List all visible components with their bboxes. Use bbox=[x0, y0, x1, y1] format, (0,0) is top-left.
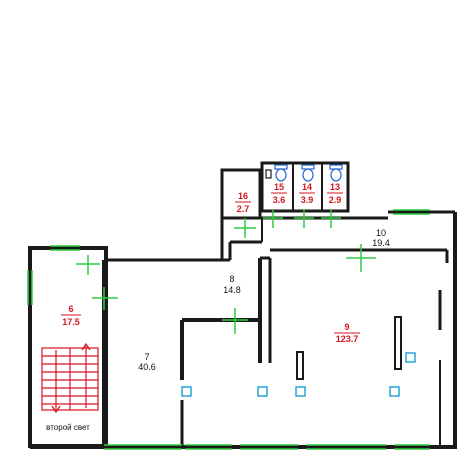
room-15-area: 3.6 bbox=[273, 195, 286, 205]
staircase bbox=[41, 342, 99, 414]
door-marker bbox=[321, 210, 341, 228]
room-13-area: 2.9 bbox=[329, 195, 342, 205]
room-7-area: 40.6 bbox=[138, 362, 156, 372]
door-marker bbox=[76, 255, 100, 275]
room-8-area: 14.8 bbox=[223, 285, 241, 295]
door-markers bbox=[76, 210, 376, 334]
door-marker bbox=[263, 210, 283, 228]
room-14-area: 3.9 bbox=[301, 195, 314, 205]
room-6-number: 6 bbox=[68, 304, 73, 314]
toilet-icon bbox=[301, 164, 315, 182]
room-9-number: 9 bbox=[344, 322, 349, 332]
room-15-number: 15 bbox=[274, 182, 284, 192]
column bbox=[405, 352, 416, 363]
room-9-area: 123.7 bbox=[336, 334, 359, 344]
door-marker bbox=[294, 210, 314, 228]
room-labels: 6 17.5 7 40.6 8 14.8 9 123.7 10 19.4 13 … bbox=[46, 182, 390, 432]
room-16-number: 16 bbox=[238, 191, 248, 201]
door-marker bbox=[92, 287, 118, 310]
toilets bbox=[265, 164, 343, 182]
windows bbox=[27, 209, 430, 450]
room-8-number: 8 bbox=[229, 274, 234, 284]
room-6-area: 17.5 bbox=[62, 317, 80, 327]
door-marker bbox=[346, 244, 376, 272]
columns bbox=[181, 352, 416, 397]
second-light-caption: второй свет bbox=[46, 423, 90, 432]
room-10-area: 19.4 bbox=[372, 238, 390, 248]
door-marker bbox=[222, 308, 248, 334]
room-14-number: 14 bbox=[302, 182, 312, 192]
door-marker bbox=[234, 218, 256, 238]
column bbox=[257, 386, 268, 397]
toilet-icon bbox=[329, 164, 343, 182]
room-16-area: 2.7 bbox=[237, 204, 250, 214]
room-10-number: 10 bbox=[376, 228, 386, 238]
column bbox=[181, 386, 192, 397]
toilet-icon bbox=[274, 164, 288, 182]
column bbox=[389, 386, 400, 397]
room-13-number: 13 bbox=[330, 182, 340, 192]
room-7-number: 7 bbox=[144, 352, 149, 362]
column bbox=[295, 386, 306, 397]
